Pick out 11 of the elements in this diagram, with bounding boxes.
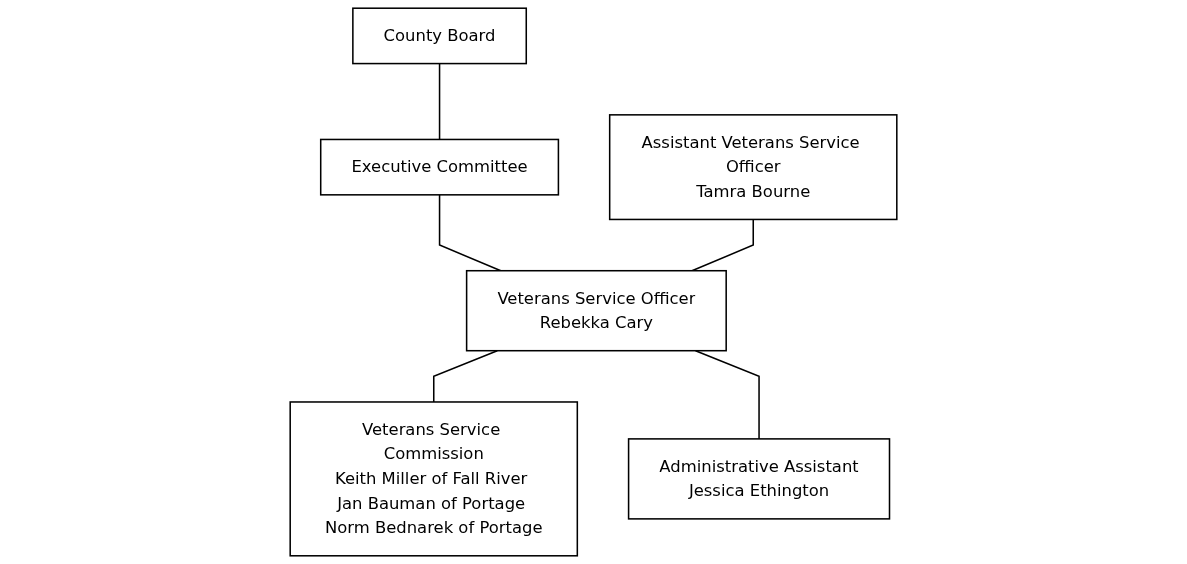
connector [438,194,502,272]
connector [694,349,760,440]
node-box: County Board [352,7,528,65]
connector [438,62,441,141]
node-box: Veterans Service Commission Keith Miller of Fall River Jan Bauman of Portage Norm Bednarek of Portage [289,401,579,557]
connector [691,218,754,272]
node-box: Assistant Veterans Service Officer Tamra Bourne [608,114,898,221]
node-box: Executive Committee [319,138,560,196]
node-box: Administrative Assistant Jessica Ethington [627,438,891,520]
connector [433,349,499,403]
node-box: Veterans Service Officer Rebekka Cary [465,269,727,352]
